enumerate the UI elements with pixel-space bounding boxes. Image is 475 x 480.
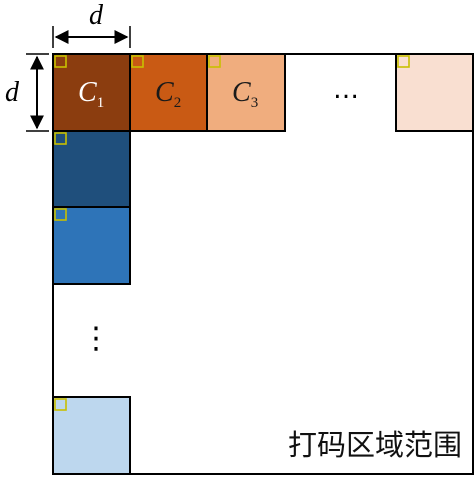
- cell-c1-letter: C: [78, 77, 97, 108]
- cell-c3-subscript: 3: [251, 95, 259, 111]
- cell-c3-letter: C: [232, 77, 251, 108]
- cell-left-column-2: [52, 206, 131, 285]
- marker-cell-left-last: [54, 398, 67, 411]
- cell-c2-letter: C: [155, 77, 174, 108]
- cell-c1-label: C1: [78, 77, 104, 111]
- cell-c2-label: C2: [155, 77, 181, 111]
- cell-c2-subscript: 2: [174, 95, 182, 111]
- cell-c1-subscript: 1: [97, 95, 105, 111]
- cell-top-row-last: [395, 53, 474, 132]
- top-row-ellipsis: …: [333, 75, 359, 105]
- horizontal-dimension-label: d: [89, 0, 104, 31]
- marker-cell-c3: [208, 55, 221, 68]
- cell-left-column-1: [52, 130, 131, 208]
- marker-cell-left-1: [54, 132, 67, 145]
- marker-cell-top-last: [397, 55, 410, 68]
- vertical-dimension-label: d: [5, 77, 20, 108]
- cell-c3-label: C3: [232, 77, 258, 111]
- marker-cell-c2: [131, 55, 144, 68]
- region-label: 打码区域范围: [288, 428, 462, 462]
- cell-left-column-last: [52, 396, 131, 475]
- marker-cell-left-2: [54, 208, 67, 221]
- marker-cell-c1: [54, 55, 67, 68]
- left-column-ellipsis: ⋮: [81, 321, 111, 356]
